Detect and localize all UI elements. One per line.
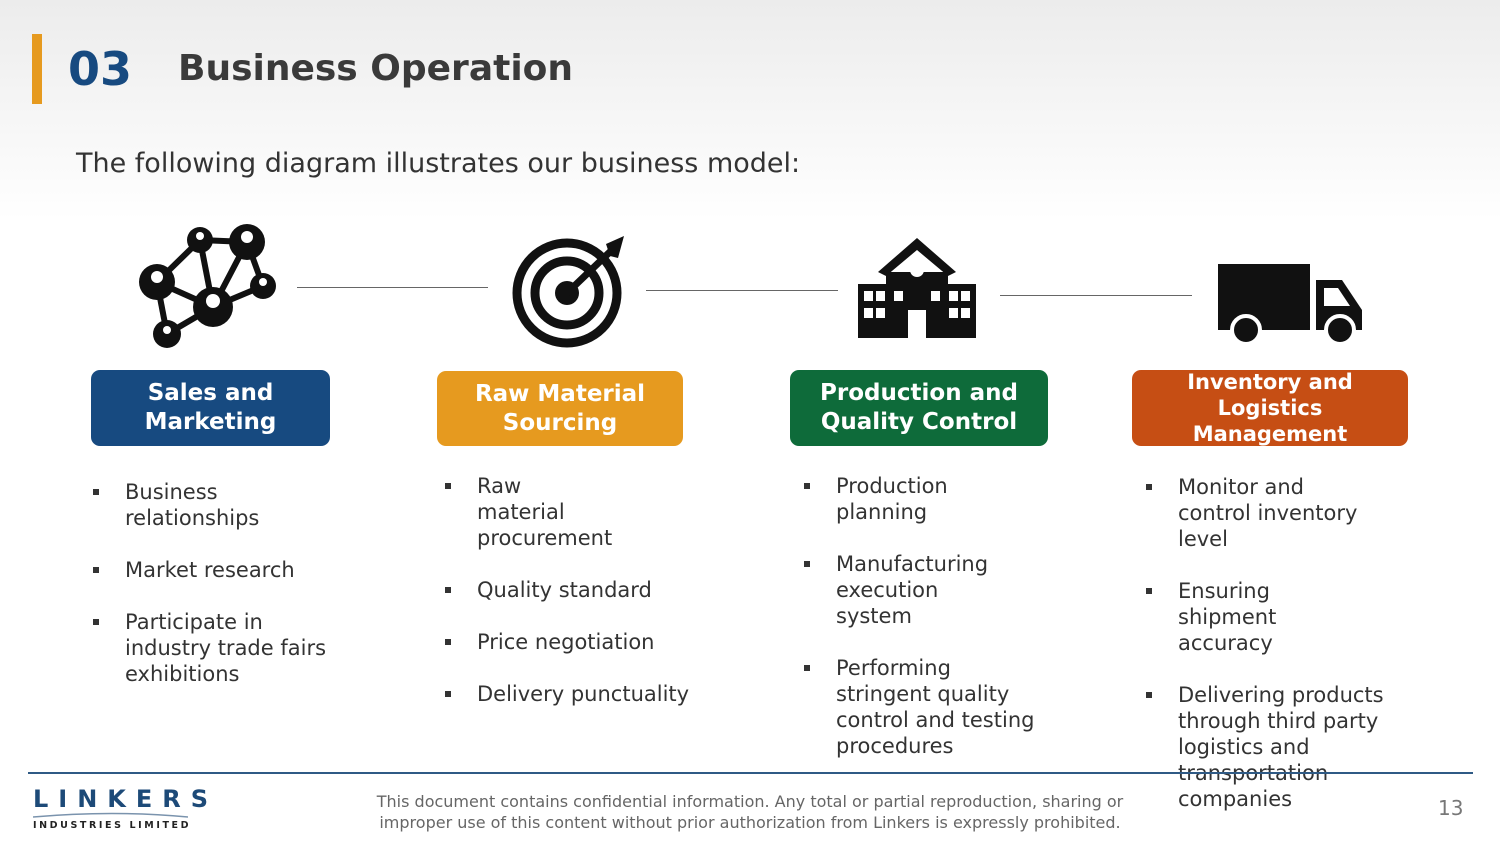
intro-text: The following diagram illustrates our bu… [76,148,801,179]
connector-line [297,287,488,288]
list-item: Participate in industry trade fairs exhi… [93,609,353,687]
connector-line [646,290,838,291]
stage-production-quality: Production and Quality Control [790,370,1048,446]
list-item: Business relationships [93,479,353,531]
list-item: Raw material procurement [445,473,705,551]
connector-line [1000,295,1192,296]
sales-marketing-list: Business relationships Market research P… [93,479,353,713]
logo-subtitle: INDUSTRIES LIMITED [33,820,192,831]
target-icon [512,236,624,348]
stage-inventory-logistics: Inventory and Logistics Management [1132,370,1408,446]
logo-swoosh [33,812,188,818]
production-list: Production planning Manufacturing execut… [804,473,1044,785]
raw-material-list: Raw material procurement Quality standar… [445,473,705,733]
page-number: 13 [1438,796,1464,820]
list-item: Quality standard [445,577,705,603]
list-item: Market research [93,557,353,583]
list-item: Delivery punctuality [445,681,705,707]
list-item: Production planning [804,473,1044,525]
list-item: Ensuring shipment accuracy [1146,578,1446,656]
list-item: Manufacturing execution system [804,551,1044,629]
confidentiality-notice: This document contains confidential info… [376,792,1124,832]
section-number: 03 [68,42,133,96]
truck-icon [1218,264,1362,346]
list-item: Performing stringent quality control and… [804,655,1044,759]
page-title: Business Operation [178,48,574,89]
accent-bar [32,34,42,104]
list-item: Price negotiation [445,629,705,655]
stage-raw-material-sourcing: Raw Material Sourcing [437,371,683,446]
list-item: Monitor and control inventory level [1146,474,1446,552]
inventory-list: Monitor and control inventory level Ensu… [1146,474,1446,838]
factory-building-icon [858,238,976,338]
logo-name: LINKERS [33,785,219,813]
company-logo: LINKERS INDUSTRIES LIMITED [33,786,218,831]
list-item: Delivering products through third party … [1146,682,1446,812]
network-people-icon [139,224,276,348]
stage-sales-marketing: Sales and Marketing [91,370,330,446]
footer-divider [28,772,1473,774]
